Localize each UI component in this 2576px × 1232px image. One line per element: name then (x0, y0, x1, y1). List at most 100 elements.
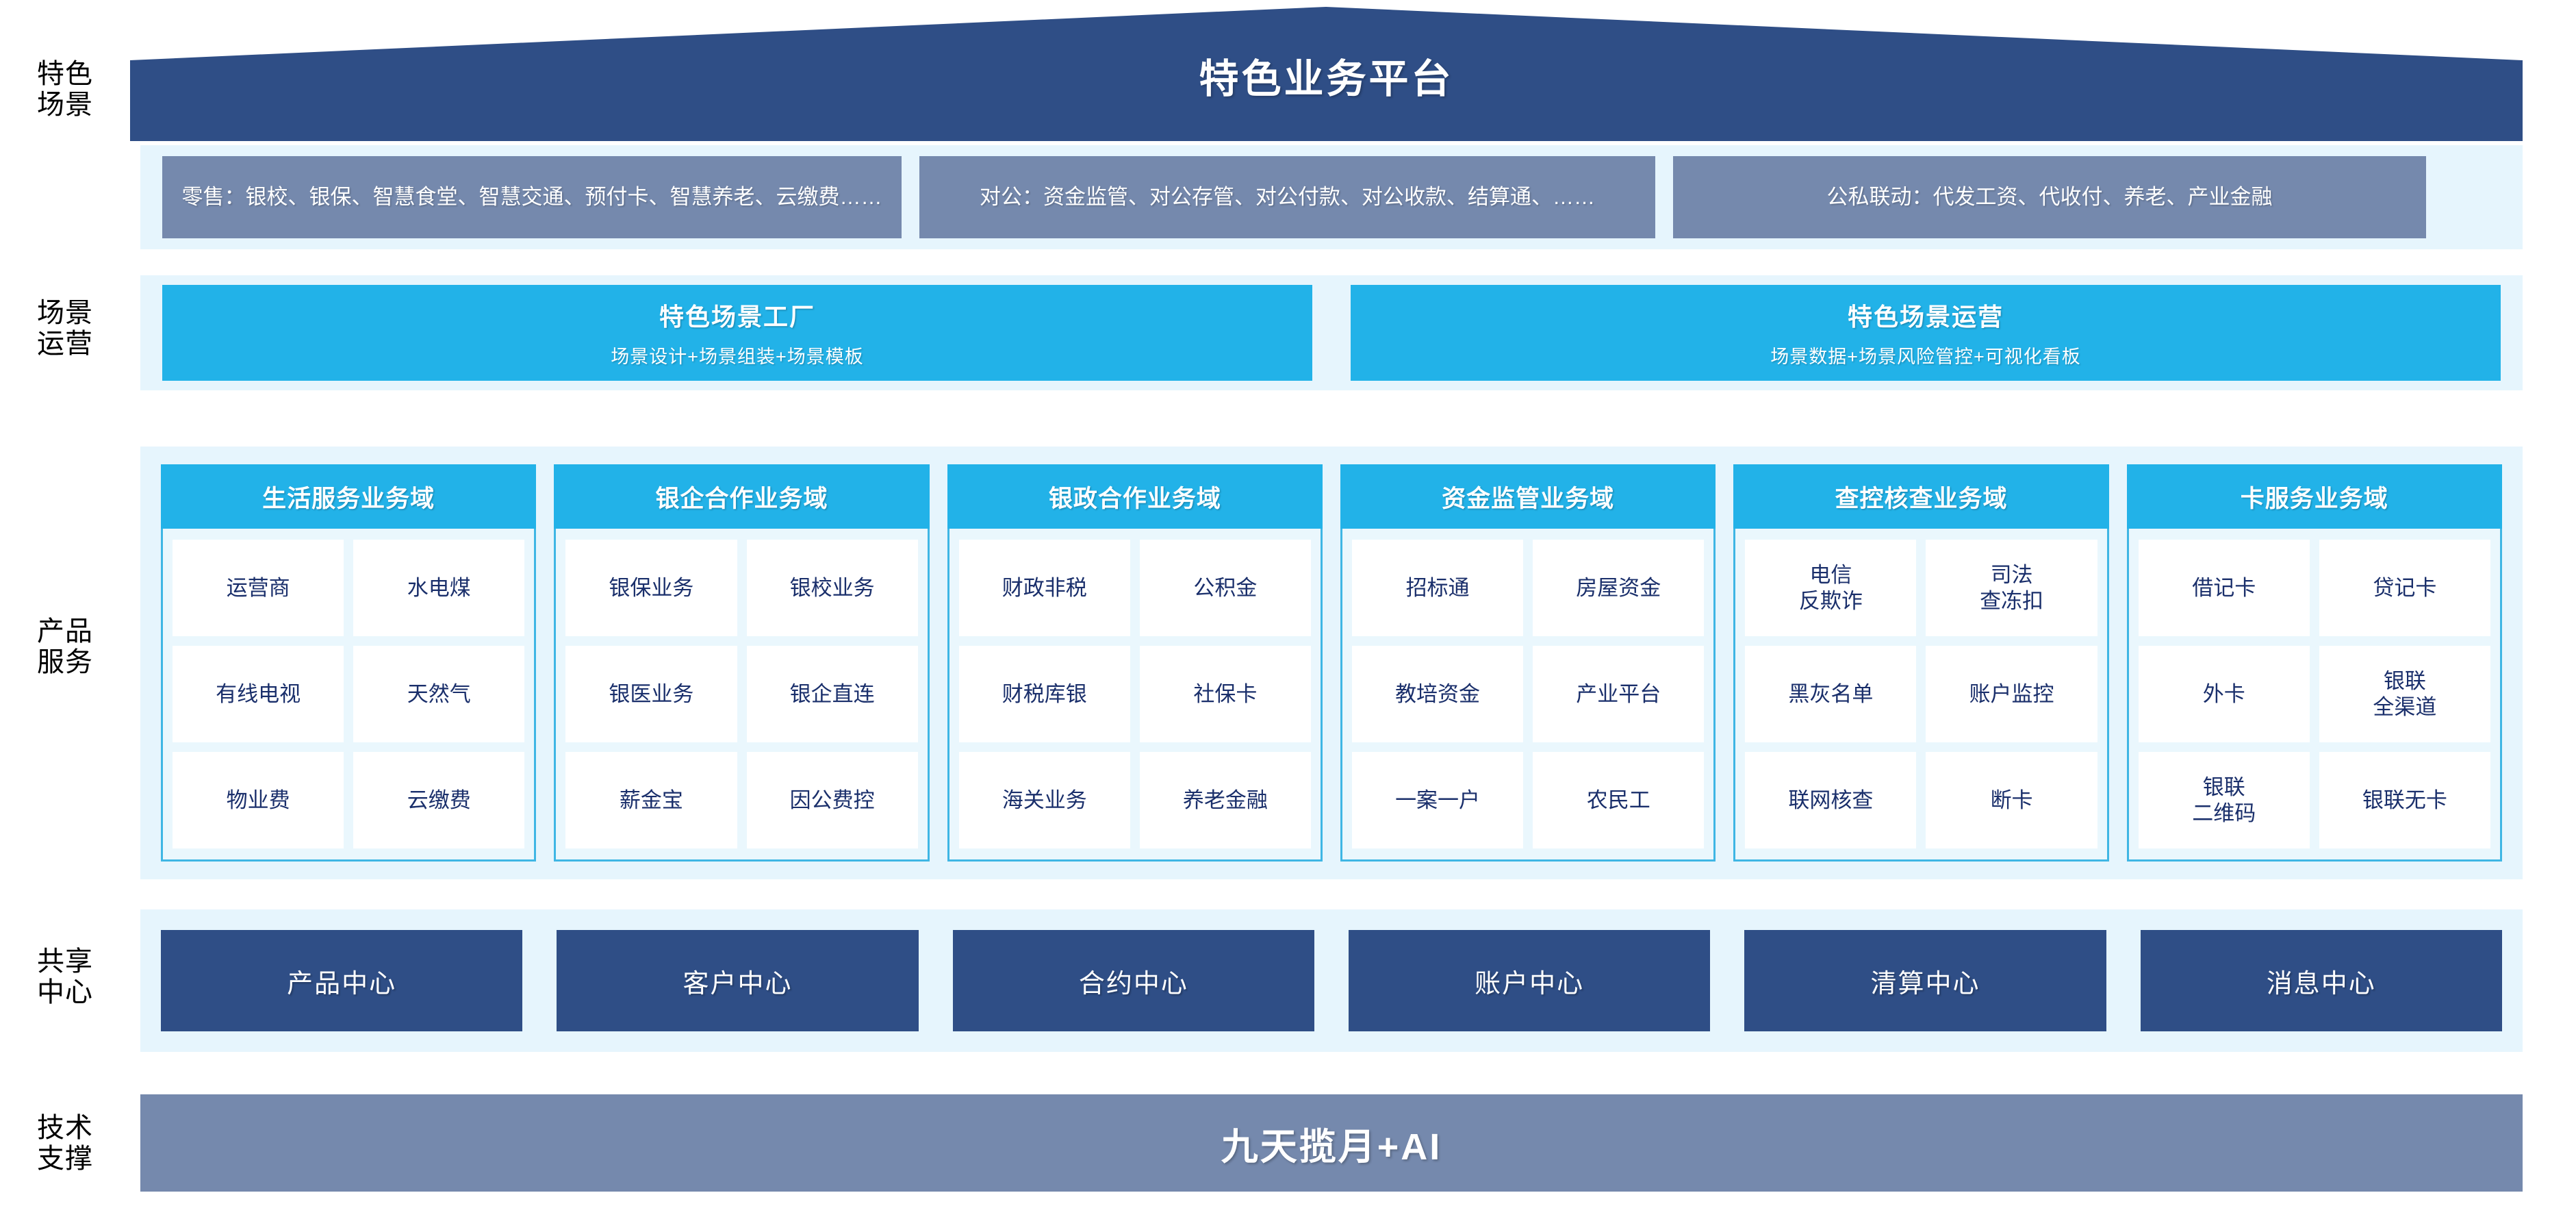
domain-row: 外卡 银联 全渠道 (2138, 646, 2490, 742)
domain-cell[interactable]: 财税库银 (958, 646, 1130, 742)
product-domains-band: 生活服务业务域 运营商 水电煤 有线电视 天然气 物业费 云缴费 银企合作业务域 (140, 447, 2523, 879)
domain-cell[interactable]: 断卡 (1926, 752, 2097, 848)
domain-cell[interactable]: 社保卡 (1139, 646, 1311, 742)
domain-row: 有线电视 天然气 (173, 646, 525, 742)
domain-cell[interactable]: 天然气 (353, 646, 525, 742)
domain-header-card-service: 卡服务业务域 (2126, 464, 2502, 529)
operations-band: 特色场景工厂 场景设计+场景组装+场景模板 特色场景运营 场景数据+场景风险管控… (140, 275, 2523, 390)
domain-row: 借记卡 贷记卡 (2138, 540, 2490, 636)
domain-cell[interactable]: 账户监控 (1926, 646, 2097, 742)
ops-subtitle-scene-operation: 场景数据+场景风险管控+可视化看板 (1770, 347, 2081, 367)
domain-body-fund-supervision: 招标通 房屋资金 教培资金 产业平台 一案一户 农民工 (1340, 529, 1716, 862)
domain-row: 财政非税 公积金 (958, 540, 1311, 636)
domain-row: 银医业务 银企直连 (565, 646, 918, 742)
domain-cell[interactable]: 水电煤 (353, 540, 525, 636)
domain-cell[interactable]: 借记卡 (2138, 540, 2310, 636)
scene-box-retail[interactable]: 零售：银校、银保、智慧食堂、智慧交通、预付卡、智慧养老、云缴费…… (162, 156, 902, 238)
shared-center-product[interactable]: 产品中心 (161, 930, 523, 1031)
domain-cell[interactable]: 银联无卡 (2319, 752, 2490, 848)
domain-cell[interactable]: 招标通 (1351, 540, 1524, 636)
domain-cell[interactable]: 房屋资金 (1533, 540, 1705, 636)
domain-row: 银保业务 银校业务 (565, 540, 918, 636)
ops-title-scene-factory: 特色场景工厂 (659, 303, 815, 331)
shared-center-account[interactable]: 账户中心 (1348, 930, 1711, 1031)
domain-header-bank-enterprise: 银企合作业务域 (554, 464, 930, 529)
domain-cell[interactable]: 养老金融 (1139, 752, 1311, 848)
domain-row: 海关业务 养老金融 (958, 752, 1311, 848)
domain-row: 财税库银 社保卡 (958, 646, 1311, 742)
domain-column-investigation-control: 查控核查业务域 电信 反欺诈 司法 查冻扣 黑灰名单 账户监控 联网核查 断卡 (1733, 464, 2109, 862)
domain-cell[interactable]: 银联 二维码 (2138, 752, 2310, 848)
domain-cell[interactable]: 贷记卡 (2319, 540, 2490, 636)
tech-support-bar[interactable]: 九天揽月+AI (140, 1094, 2523, 1192)
shared-center-customer[interactable]: 客户中心 (557, 930, 919, 1031)
roof-shape (130, 7, 2523, 141)
domain-row: 教培资金 产业平台 (1351, 646, 1705, 742)
domain-row: 薪金宝 因公费控 (565, 752, 918, 848)
ops-box-scene-operation[interactable]: 特色场景运营 场景数据+场景风险管控+可视化看板 (1351, 285, 2501, 381)
domain-column-fund-supervision: 资金监管业务域 招标通 房屋资金 教培资金 产业平台 一案一户 农民工 (1340, 464, 1716, 862)
domain-cell[interactable]: 海关业务 (958, 752, 1130, 848)
domain-column-bank-government: 银政合作业务域 财政非税 公积金 财税库银 社保卡 海关业务 养老金融 (947, 464, 1323, 862)
operations-row: 特色场景工厂 场景设计+场景组装+场景模板 特色场景运营 场景数据+场景风险管控… (140, 275, 2523, 390)
domain-row: 一案一户 农民工 (1351, 752, 1705, 848)
domain-column-card-service: 卡服务业务域 借记卡 贷记卡 外卡 银联 全渠道 银联 二维码 银联无卡 (2126, 464, 2502, 862)
scenes-row: 零售：银校、银保、智慧食堂、智慧交通、预付卡、智慧养老、云缴费…… 对公：资金监… (140, 145, 2523, 249)
domain-cell[interactable]: 因公费控 (746, 752, 918, 848)
domain-cell[interactable]: 银保业务 (565, 540, 737, 636)
domain-body-card-service: 借记卡 贷记卡 外卡 银联 全渠道 银联 二维码 银联无卡 (2126, 529, 2502, 862)
domain-body-bank-government: 财政非税 公积金 财税库银 社保卡 海关业务 养老金融 (947, 529, 1323, 862)
domain-cell[interactable]: 银联 全渠道 (2319, 646, 2490, 742)
domain-cell[interactable]: 教培资金 (1351, 646, 1524, 742)
domain-cell[interactable]: 产业平台 (1533, 646, 1705, 742)
product-domains-row: 生活服务业务域 运营商 水电煤 有线电视 天然气 物业费 云缴费 银企合作业务域 (140, 447, 2523, 879)
domain-cell[interactable]: 一案一户 (1351, 752, 1524, 848)
shared-center-contract[interactable]: 合约中心 (952, 930, 1314, 1031)
domain-row: 招标通 房屋资金 (1351, 540, 1705, 636)
domain-cell[interactable]: 运营商 (173, 540, 344, 636)
domain-cell[interactable]: 银校业务 (746, 540, 918, 636)
domain-column-bank-enterprise: 银企合作业务域 银保业务 银校业务 银医业务 银企直连 薪金宝 因公费控 (554, 464, 930, 862)
shared-center-message[interactable]: 消息中心 (2140, 930, 2502, 1031)
domain-row: 电信 反欺诈 司法 查冻扣 (1745, 540, 2097, 636)
domain-row: 银联 二维码 银联无卡 (2138, 752, 2490, 848)
domain-cell[interactable]: 云缴费 (353, 752, 525, 848)
domain-cell[interactable]: 农民工 (1533, 752, 1705, 848)
row-label-operations: 场景 运营 (37, 298, 93, 359)
ops-title-scene-operation: 特色场景运营 (1847, 303, 2004, 331)
domain-cell[interactable]: 电信 反欺诈 (1745, 540, 1917, 636)
domain-cell[interactable]: 黑灰名单 (1745, 646, 1917, 742)
domain-cell[interactable]: 司法 查冻扣 (1926, 540, 2097, 636)
domain-cell[interactable]: 物业费 (173, 752, 344, 848)
domain-cell[interactable]: 公积金 (1139, 540, 1311, 636)
domain-cell[interactable]: 联网核查 (1745, 752, 1917, 848)
domain-header-investigation-control: 查控核查业务域 (1733, 464, 2109, 529)
row-label-shared: 共享 中心 (37, 946, 93, 1007)
row-label-scenes: 特色 场景 (37, 59, 93, 120)
domain-header-bank-government: 银政合作业务域 (947, 464, 1323, 529)
domain-cell[interactable]: 外卡 (2138, 646, 2310, 742)
domain-header-fund-supervision: 资金监管业务域 (1340, 464, 1716, 529)
scene-box-public-private[interactable]: 公私联动：代发工资、代收付、养老、产业金融 (1673, 156, 2426, 238)
shared-centers-band: 产品中心 客户中心 合约中心 账户中心 清算中心 消息中心 (140, 909, 2523, 1052)
domain-cell[interactable]: 银医业务 (565, 646, 737, 742)
scenes-band: 零售：银校、银保、智慧食堂、智慧交通、预付卡、智慧养老、云缴费…… 对公：资金监… (140, 145, 2523, 249)
ops-subtitle-scene-factory: 场景设计+场景组装+场景模板 (611, 347, 864, 367)
ops-box-scene-factory[interactable]: 特色场景工厂 场景设计+场景组装+场景模板 (162, 285, 1312, 381)
domain-body-life-service: 运营商 水电煤 有线电视 天然气 物业费 云缴费 (161, 529, 537, 862)
domain-cell[interactable]: 有线电视 (173, 646, 344, 742)
domain-row: 联网核查 断卡 (1745, 752, 2097, 848)
shared-centers-row: 产品中心 客户中心 合约中心 账户中心 清算中心 消息中心 (140, 909, 2523, 1052)
shared-center-clearing[interactable]: 清算中心 (1744, 930, 2106, 1031)
domain-body-bank-enterprise: 银保业务 银校业务 银医业务 银企直连 薪金宝 因公费控 (554, 529, 930, 862)
scene-box-corporate[interactable]: 对公：资金监管、对公存管、对公付款、对公收款、结算通、…… (919, 156, 1655, 238)
domain-cell[interactable]: 薪金宝 (565, 752, 737, 848)
domain-header-life-service: 生活服务业务域 (161, 464, 537, 529)
domain-cell[interactable]: 财政非税 (958, 540, 1130, 636)
platform-roof-banner: 特色业务平台 (130, 7, 2523, 141)
domain-row: 物业费 云缴费 (173, 752, 525, 848)
domain-row: 黑灰名单 账户监控 (1745, 646, 2097, 742)
domain-row: 运营商 水电煤 (173, 540, 525, 636)
row-label-tech: 技术 支撑 (37, 1113, 93, 1174)
domain-cell[interactable]: 银企直连 (746, 646, 918, 742)
